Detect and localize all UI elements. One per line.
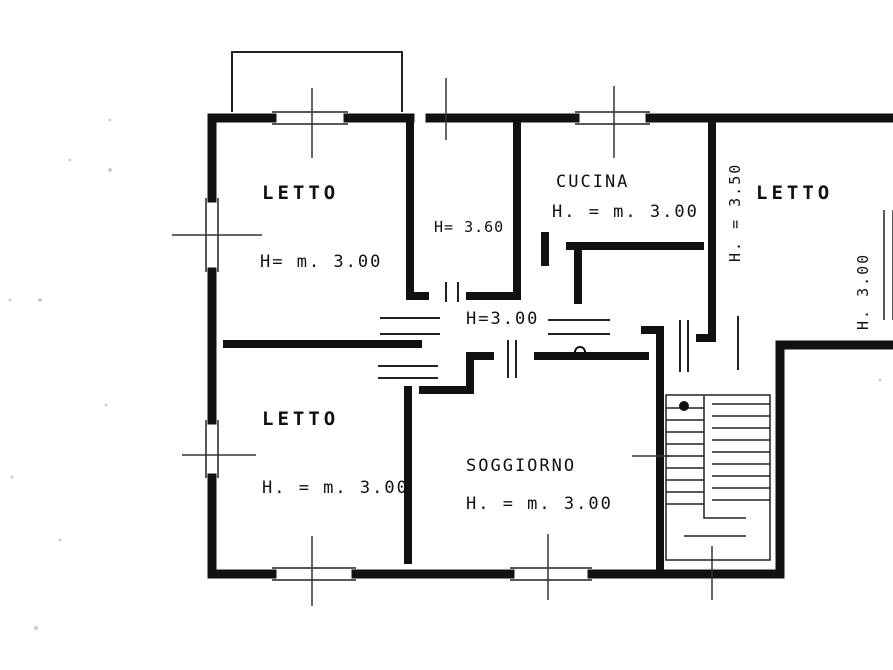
room-height-bathroom: H= 3.60 (434, 218, 505, 236)
column-marker (574, 346, 586, 358)
dimension-ticks (172, 78, 713, 606)
room-label-kitchen: CUCINA (556, 172, 630, 192)
door-openings (378, 282, 739, 379)
room-label-bedroom-top-left: LETTO (262, 182, 340, 204)
room-height-bedroom-right-b: H. 3.00 (854, 252, 872, 330)
room-height-bedroom-bottom-left: H. = m. 3.00 (262, 478, 409, 498)
outer-walls (207, 113, 893, 579)
staircase (665, 394, 771, 561)
interior-walls (223, 114, 716, 578)
room-height-hallway: H=3.00 (466, 309, 540, 329)
room-height-bedroom-top-left: H= m. 3.00 (260, 252, 383, 272)
room-label-living-room: SOGGIORNO (466, 456, 577, 476)
windows (205, 111, 893, 581)
room-label-bedroom-right: LETTO (756, 182, 834, 204)
room-height-bedroom-right-a: H. = 3.50 (726, 162, 744, 262)
room-label-bedroom-bottom-left: LETTO (262, 408, 340, 430)
stair-marker (679, 401, 689, 411)
scan-speckles (8, 118, 882, 630)
room-height-kitchen: H. = m. 3.00 (552, 202, 699, 222)
room-height-living-room: H. = m. 3.00 (466, 494, 613, 514)
balcony-outline (231, 51, 403, 112)
